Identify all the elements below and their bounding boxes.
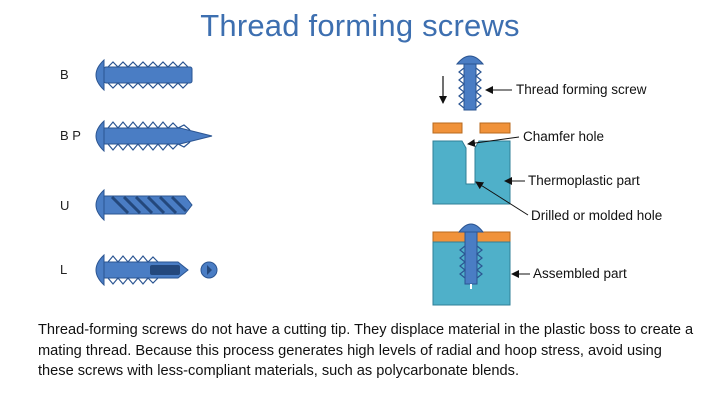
screw-b [95,58,193,92]
page-title: Thread forming screws [200,8,520,43]
leader-chamfer [467,136,520,148]
leader-hole [475,181,529,216]
callout-thread-forming-screw: Thread forming screw [516,82,647,97]
screw-l [95,253,189,287]
callout-chamfer-hole: Chamfer hole [523,129,605,144]
thermoplastic-part [432,140,511,205]
screw-type-label-u: U [60,198,70,213]
callout-drilled-hole: Drilled or molded hole [531,208,663,223]
screw-type-label-l: L [60,262,68,277]
assembled-screw [457,223,485,289]
caption-text: Thread-forming screws do not have a cutt… [38,322,694,379]
washer-left [432,122,463,134]
screw-type-label-bp: B P [60,128,81,143]
screw-type-label-b: B [60,67,69,82]
callout-thermoplastic-part: Thermoplastic part [528,173,640,188]
callout-assembled-part: Assembled part [533,266,627,281]
washer-right [479,122,511,134]
thread-forming-screw [455,55,485,111]
screw-l-end-view [200,261,218,279]
screw-u [95,188,193,222]
screw-bp [95,119,213,153]
